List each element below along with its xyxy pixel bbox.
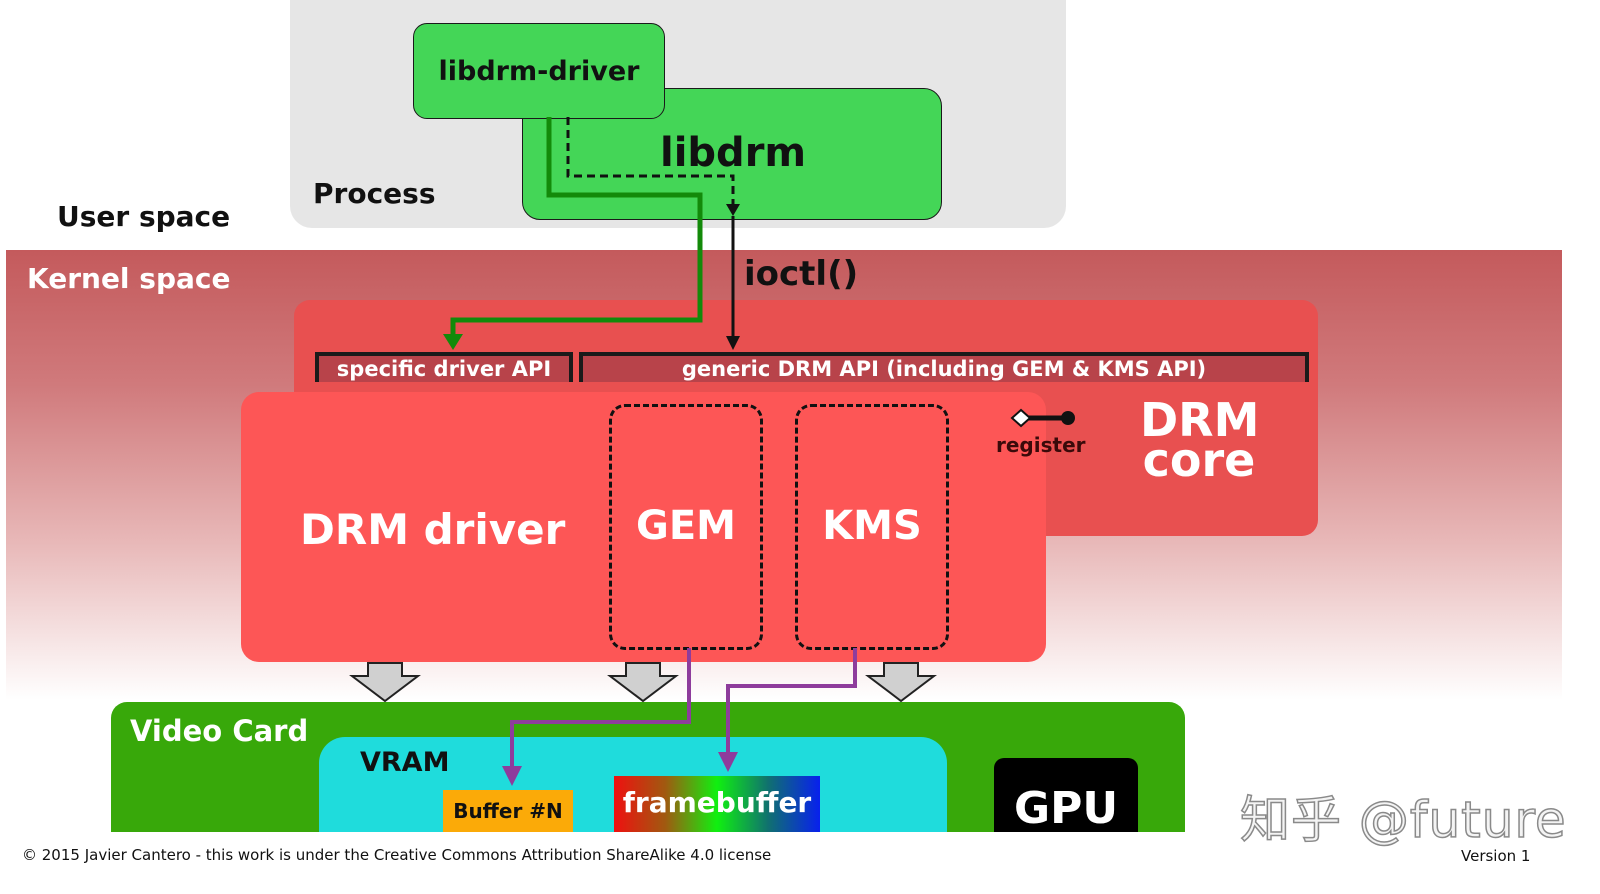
libdrm-label: libdrm: [660, 130, 807, 176]
purple-gem-arrowhead: [502, 766, 522, 786]
drm-core-label-line1: DRM: [1140, 393, 1260, 447]
specific-driver-api-label: specific driver API: [336, 357, 552, 381]
green-driver-path: [450, 117, 703, 338]
user-space-label: User space: [57, 200, 231, 233]
drm-driver-label: DRM driver: [300, 505, 566, 554]
drm-core-label-line2: core: [1142, 433, 1256, 487]
ioctl-arrowhead: [726, 336, 740, 350]
generic-drm-api-bar: generic DRM API (including GEM & KMS API…: [579, 352, 1309, 382]
down-arrow-icon: [607, 662, 679, 703]
specific-driver-api-bar: specific driver API: [315, 352, 573, 382]
gem-label: GEM: [636, 503, 736, 549]
version-text: Version 1: [1461, 847, 1531, 865]
framebuffer-label: framebuffer: [622, 786, 812, 819]
gpu-box: GPU: [994, 758, 1138, 832]
buffer-n: Buffer #N: [443, 790, 573, 832]
process-label: Process: [313, 177, 436, 210]
generic-drm-api-label: generic DRM API (including GEM & KMS API…: [681, 357, 1207, 381]
register-dot-icon: [1061, 411, 1075, 425]
purple-kms-path: [726, 648, 857, 756]
libdrm-driver-box: libdrm-driver: [413, 23, 665, 119]
down-arrow-icon: [865, 662, 937, 703]
libdrm-driver-label: libdrm-driver: [438, 55, 640, 87]
purple-kms-arrowhead: [718, 752, 738, 772]
watermark: 知乎 @future: [1239, 790, 1567, 850]
kernel-space-label: Kernel space: [27, 262, 231, 295]
register-diamond-icon: [1010, 408, 1032, 428]
green-arrowhead: [443, 334, 463, 350]
framebuffer: framebuffer: [614, 776, 820, 832]
purple-gem-path: [510, 648, 691, 770]
dashed-arrowhead: [726, 204, 740, 216]
vram-label: VRAM: [360, 747, 450, 778]
video-card-label: Video Card: [130, 714, 309, 748]
kms-box: [795, 404, 949, 650]
ioctl-label: ioctl(): [744, 254, 859, 294]
drm-driver-box: [241, 392, 1046, 662]
register-label: register: [996, 433, 1086, 457]
drm-core-label: DRM core: [1140, 393, 1260, 487]
dashed-libdrm-path: [566, 117, 735, 206]
kms-label: KMS: [822, 503, 922, 549]
gem-box: [609, 404, 763, 650]
copyright-text: © 2015 Javier Cantero - this work is und…: [22, 846, 772, 864]
gpu-label: GPU: [1013, 783, 1119, 834]
buffer-n-label: Buffer #N: [453, 799, 563, 823]
down-arrow-icon: [349, 662, 421, 703]
